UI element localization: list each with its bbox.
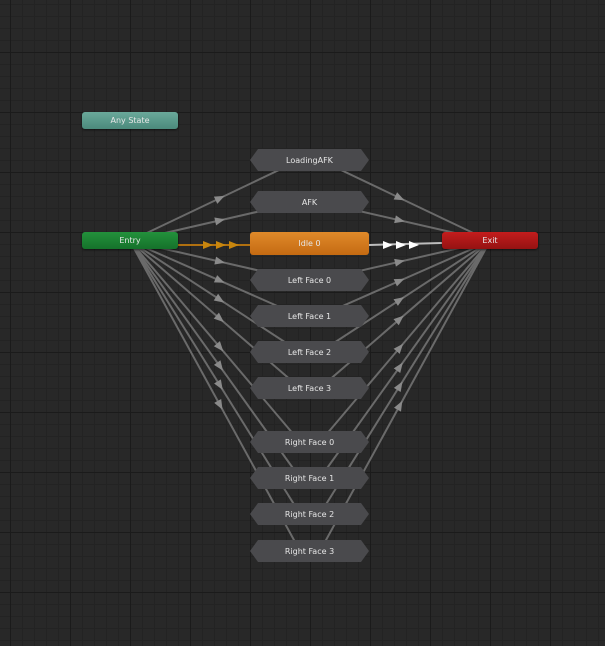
any-state-node[interactable]: Any State: [82, 112, 178, 129]
node-label: Right Face 3: [284, 546, 335, 556]
state-node[interactable]: LoadingAFK: [250, 149, 369, 171]
transition-entry-to-state[interactable]: [129, 240, 301, 353]
transition-arrow-icon: [394, 258, 405, 267]
transition-idle-to-exit[interactable]: [368, 242, 443, 246]
transition-arrow-icon: [214, 398, 223, 410]
node-label: Exit: [482, 236, 498, 245]
default-transition-arrow-icon: [203, 241, 213, 249]
transition-entry-to-state[interactable]: [129, 240, 301, 443]
transition-arrow-icon: [393, 192, 405, 201]
transition-entry-to-state[interactable]: [129, 240, 301, 552]
node-label: Left Face 2: [287, 347, 332, 357]
transition-state-to-exit[interactable]: [319, 240, 491, 353]
state-node[interactable]: Left Face 3: [250, 377, 369, 399]
transition-arrow-icon: [383, 241, 393, 249]
transition-state-to-exit[interactable]: [319, 240, 491, 317]
transition-state-to-exit[interactable]: [319, 240, 491, 443]
transition-arrow-icon: [393, 362, 403, 374]
node-label: LoadingAFK: [286, 155, 333, 165]
node-label: Idle 0: [298, 239, 321, 248]
state-node[interactable]: Right Face 2: [250, 503, 369, 525]
transition-arrow-icon: [393, 381, 403, 393]
transition-entry-to-state[interactable]: [129, 240, 301, 317]
state-node[interactable]: Right Face 0: [250, 431, 369, 453]
transition-arrow-icon: [214, 379, 223, 390]
transition-arrow-icon: [409, 241, 419, 249]
state-node[interactable]: Right Face 1: [250, 467, 369, 489]
state-node[interactable]: Left Face 0: [250, 269, 369, 291]
transition-arrow-icon: [214, 217, 225, 226]
transition-arrow-icon: [393, 297, 405, 306]
state-node[interactable]: Left Face 2: [250, 341, 369, 363]
default-transition-arrow-icon: [216, 241, 226, 249]
state-node[interactable]: AFK: [250, 191, 369, 213]
node-label: Entry: [119, 236, 141, 245]
transition-arrow-icon: [213, 360, 224, 371]
state-node[interactable]: Right Face 3: [250, 540, 369, 562]
transition-state-to-exit[interactable]: [319, 240, 491, 552]
transition-arrow-icon: [213, 341, 224, 352]
node-label: Right Face 2: [284, 509, 335, 519]
node-label: Left Face 1: [287, 311, 332, 321]
transition-arrow-icon: [213, 275, 225, 283]
node-label: AFK: [301, 197, 318, 207]
node-label: Right Face 1: [284, 473, 335, 483]
transition-arrow-icon: [394, 215, 405, 224]
transition-entry-to-state[interactable]: [129, 240, 301, 389]
entry-node[interactable]: Entry: [82, 232, 178, 249]
state-node[interactable]: Left Face 1: [250, 305, 369, 327]
node-label: Any State: [110, 116, 150, 125]
node-label: Left Face 0: [287, 275, 332, 285]
node-label: Right Face 0: [284, 437, 335, 447]
transition-arrow-icon: [214, 256, 225, 265]
state-node-idle-default[interactable]: Idle 0: [250, 232, 369, 255]
transition-arrow-icon: [213, 293, 225, 303]
transition-arrow-icon: [393, 278, 405, 287]
transition-arrow-icon: [393, 315, 404, 326]
transition-arrow-icon: [393, 400, 403, 412]
transition-state-to-exit[interactable]: [319, 159, 491, 242]
transition-arrow-icon: [213, 312, 224, 323]
transition-entry-to-state[interactable]: [129, 159, 301, 242]
transition-arrow-icon: [396, 241, 406, 249]
default-transition-arrow-icon: [229, 241, 239, 249]
transition-arrow-icon: [213, 195, 225, 204]
node-label: Left Face 3: [287, 383, 332, 393]
transition-state-to-exit[interactable]: [319, 240, 491, 389]
transition-arrow-icon: [393, 343, 404, 354]
exit-node[interactable]: Exit: [442, 232, 538, 249]
